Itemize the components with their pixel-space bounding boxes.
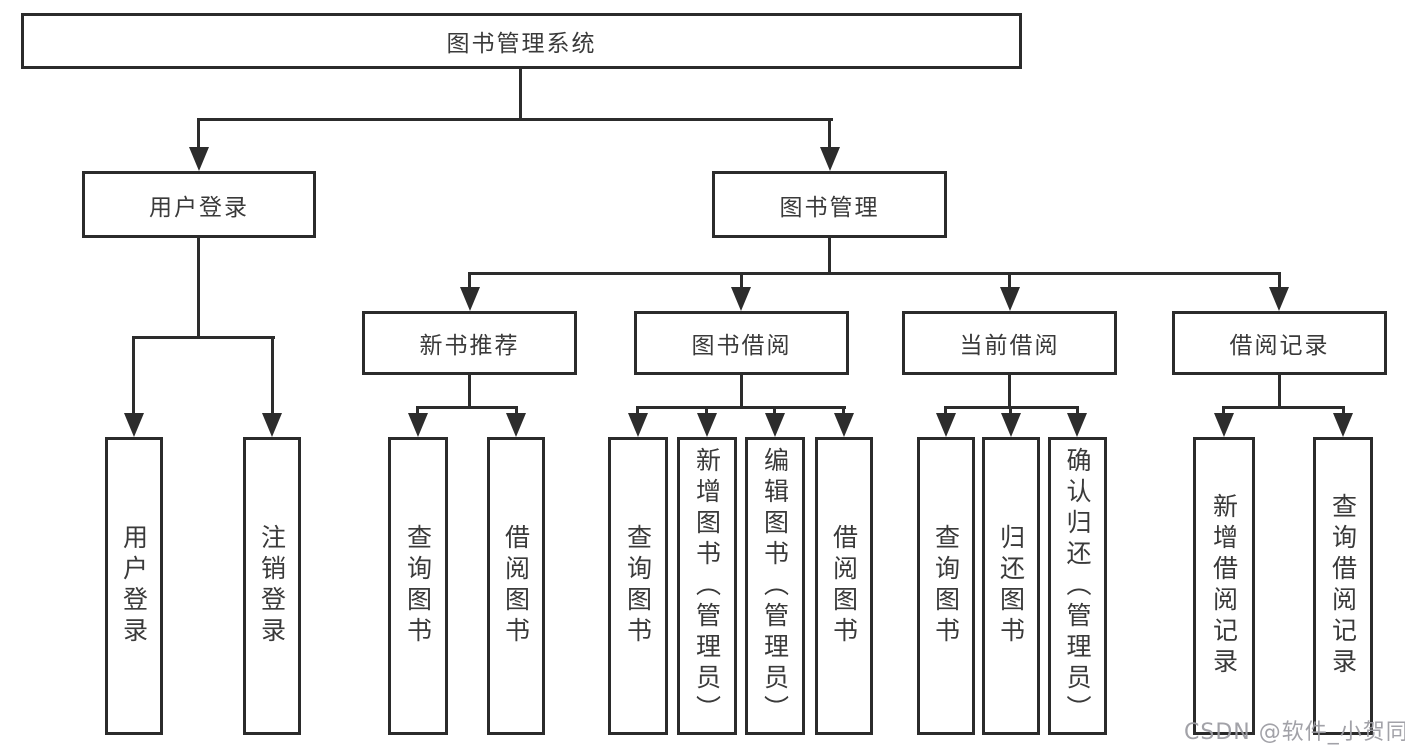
connector-line	[468, 272, 471, 290]
leaf-logout: 注销登录	[243, 437, 301, 735]
arrow-down-icon	[124, 413, 144, 437]
connector-line	[1076, 406, 1079, 418]
leaf-return-book: 归还图书	[982, 437, 1040, 735]
node-borrow-records: 借阅记录	[1172, 311, 1387, 375]
leaf-borrow-books-recommend: 借阅图书	[487, 437, 545, 735]
arrow-down-icon	[820, 147, 840, 171]
connector-line	[1008, 272, 1011, 290]
arrow-down-icon	[460, 287, 480, 311]
arrow-down-icon	[936, 413, 956, 437]
connector-line	[828, 118, 831, 152]
arrow-down-icon	[506, 413, 526, 437]
node-book-borrow: 图书借阅	[634, 311, 849, 375]
leaf-query-books-current: 查询图书	[917, 437, 975, 735]
connector-line	[271, 336, 274, 416]
connector-line	[1278, 373, 1281, 409]
connector-line	[468, 373, 471, 409]
csdn-watermark: CSDN @软件_小贺同学	[1184, 720, 1405, 745]
connector-line	[515, 406, 518, 418]
connector-line	[519, 66, 522, 120]
connector-line	[828, 235, 831, 275]
connector-line	[132, 336, 275, 339]
node-new-book-recommend: 新书推荐	[362, 311, 577, 375]
leaf-edit-book-admin: 编辑图书（管理员）	[745, 437, 805, 735]
leaf-query-borrow-record: 查询借阅记录	[1313, 437, 1373, 735]
connector-line	[1222, 406, 1225, 418]
arrow-down-icon	[408, 413, 428, 437]
node-current-borrow: 当前借阅	[902, 311, 1117, 375]
connector-line	[416, 406, 518, 409]
leaf-confirm-return-admin: 确认归还（管理员）	[1048, 437, 1107, 735]
arrow-down-icon	[262, 413, 282, 437]
connector-line	[740, 373, 743, 409]
leaf-user-login: 用户登录	[105, 437, 163, 735]
leaf-query-books-borrow: 查询图书	[608, 437, 668, 735]
connector-line	[1222, 406, 1345, 409]
connector-line	[636, 406, 846, 409]
arrow-down-icon	[189, 147, 209, 171]
connector-line	[468, 272, 1281, 275]
arrow-down-icon	[697, 413, 717, 437]
connector-line	[705, 406, 708, 418]
leaf-borrow-books: 借阅图书	[815, 437, 873, 735]
arrow-down-icon	[1269, 287, 1289, 311]
node-book-management: 图书管理	[712, 171, 947, 238]
arrow-down-icon	[1001, 413, 1021, 437]
node-user-login: 用户登录	[82, 171, 316, 238]
arrow-down-icon	[1333, 413, 1353, 437]
arrow-down-icon	[731, 287, 751, 311]
connector-line	[1278, 272, 1281, 290]
connector-line	[1009, 406, 1012, 418]
connector-line	[773, 406, 776, 418]
arrow-down-icon	[1214, 413, 1234, 437]
arrow-down-icon	[628, 413, 648, 437]
connector-line	[416, 406, 419, 418]
connector-line	[1008, 373, 1011, 409]
node-library-system: 图书管理系统	[21, 13, 1022, 69]
connector-line	[944, 406, 947, 418]
connector-line	[636, 406, 639, 418]
arrow-down-icon	[765, 413, 785, 437]
arrow-down-icon	[834, 413, 854, 437]
connector-line	[132, 336, 135, 416]
connector-line	[740, 272, 743, 290]
leaf-add-book-admin: 新增图书（管理员）	[677, 437, 737, 735]
arrow-down-icon	[1067, 413, 1087, 437]
connector-line	[1342, 406, 1345, 418]
leaf-add-borrow-record: 新增借阅记录	[1193, 437, 1255, 735]
connector-line	[842, 406, 845, 418]
connector-line	[197, 235, 200, 339]
connector-line	[197, 118, 833, 121]
leaf-query-books-recommend: 查询图书	[388, 437, 448, 735]
connector-line	[197, 118, 200, 152]
arrow-down-icon	[1000, 287, 1020, 311]
